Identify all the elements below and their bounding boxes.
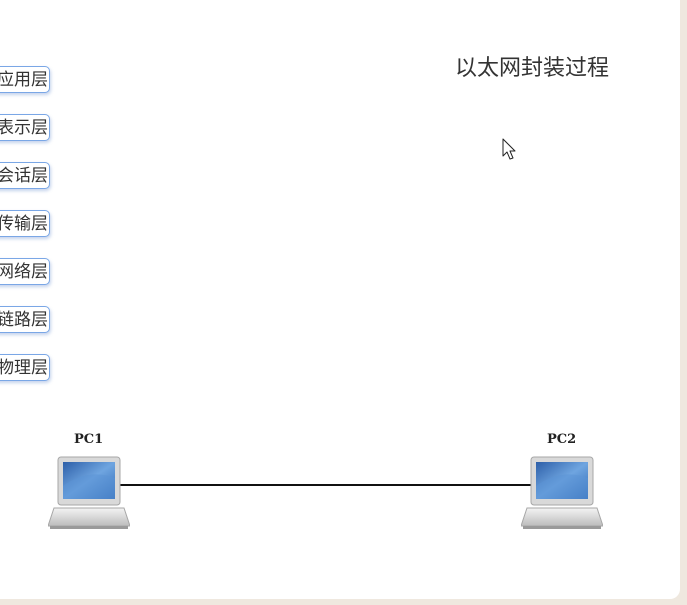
mouse-cursor-icon xyxy=(502,138,516,160)
pc1-label: PC1 xyxy=(74,432,104,447)
layer-transport[interactable]: 传输层 xyxy=(0,210,50,237)
layer-session[interactable]: 会话层 xyxy=(0,162,50,189)
layer-application[interactable]: 应用层 xyxy=(0,66,50,93)
layer-presentation[interactable]: 表示层 xyxy=(0,114,50,141)
network-link xyxy=(118,484,532,486)
diagram-title: 以太网封装过程 xyxy=(455,56,610,81)
layer-physical[interactable]: 物理层 xyxy=(0,354,50,381)
pc2-label: PC2 xyxy=(547,432,577,447)
pc1-computer-icon[interactable] xyxy=(48,456,130,530)
layer-network[interactable]: 网络层 xyxy=(0,258,50,285)
diagram-canvas: 以太网封装过程 应用层 表示层 会话层 传输层 网络层 链路层 物理层 PC1 … xyxy=(0,0,680,599)
layer-datalink[interactable]: 链路层 xyxy=(0,306,50,333)
pc2-computer-icon[interactable] xyxy=(521,456,603,530)
